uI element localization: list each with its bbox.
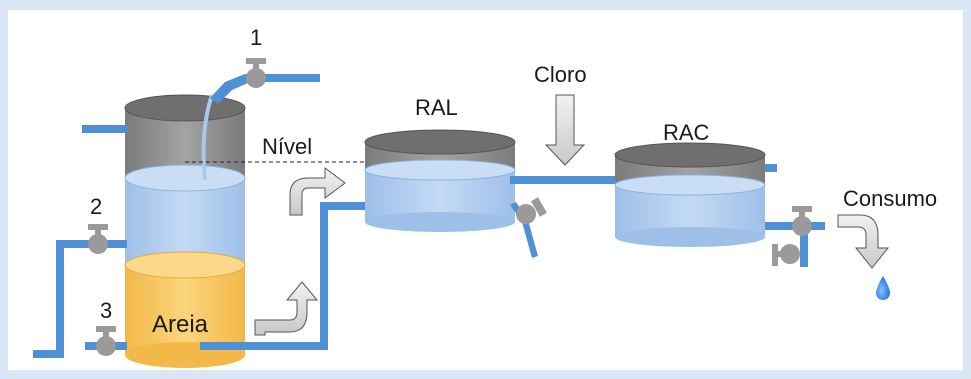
outlet-pipe-rise xyxy=(320,202,328,350)
nivel-label: Nível xyxy=(262,134,312,159)
valve-3-stem xyxy=(103,330,109,338)
rac-tank xyxy=(614,142,766,247)
valve-2-drop-pipe xyxy=(56,240,64,358)
rac-valve-lower-handle xyxy=(772,244,778,266)
ral-outlet-pipe xyxy=(510,202,538,258)
areia-label: Areia xyxy=(152,311,209,338)
valve-3-label: 3 xyxy=(100,298,112,323)
flow-arrow-lower xyxy=(254,281,319,336)
valve-3-body xyxy=(96,336,116,356)
valve-1-spout xyxy=(210,74,250,104)
ral-water-surface xyxy=(364,159,516,181)
valve-1-pipe xyxy=(245,74,320,82)
inflow-stream xyxy=(201,94,214,181)
outlet-pipe-top xyxy=(320,202,375,210)
rac-water-surface xyxy=(614,174,766,196)
drain-pipe xyxy=(33,350,64,358)
rac-valve-lower[interactable] xyxy=(772,244,800,266)
rac-lid xyxy=(614,142,766,168)
ral-bottom xyxy=(365,212,515,232)
filter-sand-top xyxy=(124,251,246,279)
rac-valve-lower-body xyxy=(780,244,800,264)
consumo-arrow xyxy=(837,214,890,269)
consumo-label: Consumo xyxy=(843,186,937,211)
rac-overflow-pipe xyxy=(765,164,777,172)
rac-valve-upper[interactable] xyxy=(792,206,812,236)
rac-valve-lower-stem xyxy=(775,251,783,257)
valve-1[interactable] xyxy=(246,58,266,88)
valve-3[interactable] xyxy=(96,326,116,356)
valve-3-handle xyxy=(96,326,116,332)
valve-1-handle xyxy=(246,58,266,64)
rac-valve-upper-stem xyxy=(799,210,805,218)
rac-valve-upper-handle xyxy=(792,206,812,212)
ral-valve-body xyxy=(516,204,536,224)
rac-valve-upper-body xyxy=(792,216,812,236)
filter-lid xyxy=(124,94,246,122)
ral-label: RAL xyxy=(415,95,458,120)
filter-water-surface xyxy=(124,164,246,192)
ral-tank xyxy=(364,129,516,232)
valve-1-stem xyxy=(253,62,259,70)
rac-bottom xyxy=(615,227,765,247)
ral-valve-handle xyxy=(531,197,547,217)
rac-label: RAC xyxy=(663,120,710,145)
valve-2-label: 2 xyxy=(90,194,102,219)
ral-outlet-valve[interactable] xyxy=(510,197,547,258)
valve-2-handle xyxy=(88,224,108,230)
valve-2-stem xyxy=(95,228,101,236)
valve-1-label: 1 xyxy=(250,25,262,50)
filter-sand xyxy=(125,265,245,355)
valve-2-body xyxy=(88,234,108,254)
water-drop-icon xyxy=(876,276,890,300)
sand-filter-tank xyxy=(124,94,246,368)
valve-1-body xyxy=(246,68,266,88)
ral-lid xyxy=(364,129,516,155)
ral-to-rac-pipe xyxy=(510,176,630,184)
cloro-arrow xyxy=(544,94,586,166)
valve-2[interactable] xyxy=(88,224,108,254)
outlet-pipe-bottom xyxy=(200,342,326,350)
overflow-pipe xyxy=(82,125,127,133)
cloro-label: Cloro xyxy=(534,62,587,87)
rac-drop-pipe xyxy=(800,222,808,267)
flow-arrow-upper xyxy=(289,167,346,216)
